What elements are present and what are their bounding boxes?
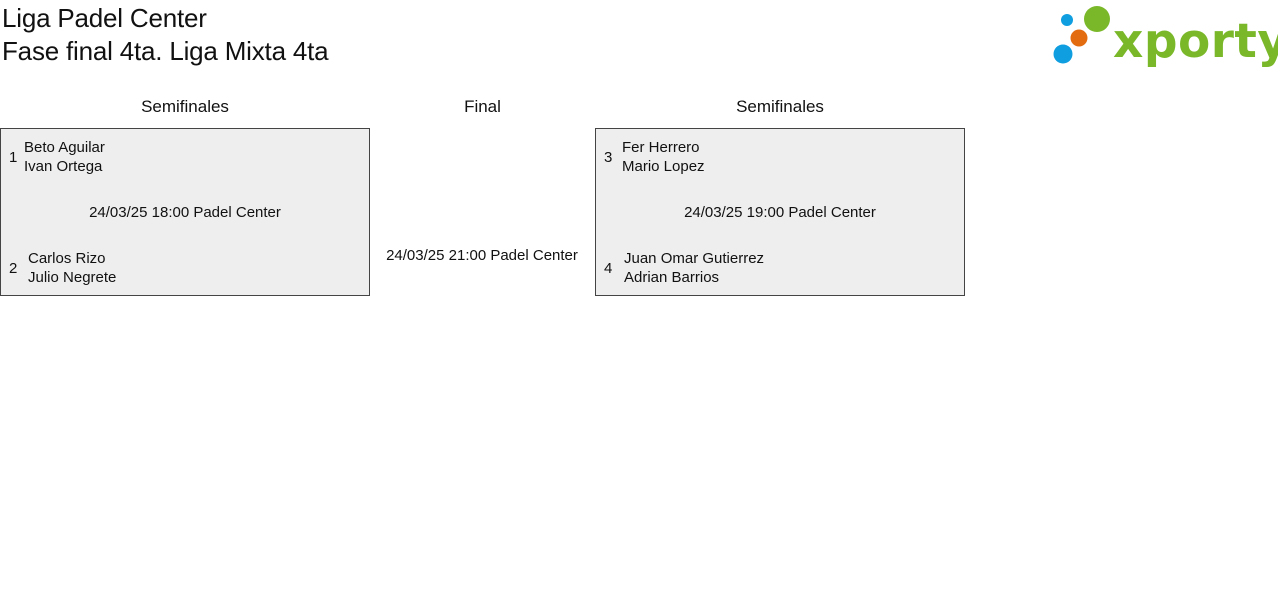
team-player: Carlos Rizo [28, 250, 106, 267]
team-player: Mario Lopez [622, 158, 705, 175]
team-seed: 2 [9, 260, 18, 277]
team-player: Juan Omar Gutierrez [624, 250, 765, 267]
team-player: Fer Herrero [622, 139, 700, 156]
final-heading: Final [464, 97, 501, 116]
xporty-logo: xporty [1053, 6, 1278, 68]
right-semifinal-heading: Semifinales [736, 97, 824, 116]
logo-dot-orange [1070, 29, 1088, 47]
match-schedule: 24/03/25 19:00 Padel Center [684, 204, 876, 221]
team-seed: 3 [604, 149, 613, 166]
match-schedule: 24/03/25 18:00 Padel Center [89, 204, 281, 221]
page-header: Liga Padel Center Fase final 4ta. Liga M… [2, 2, 329, 68]
club-name: Liga Padel Center [2, 3, 207, 33]
phase-title: Fase final 4ta. Liga Mixta 4ta [2, 36, 329, 66]
team-seed: 4 [604, 260, 613, 277]
logo-dot-blue-large [1053, 44, 1073, 64]
logo-dot-blue-small [1061, 14, 1073, 26]
team-player: Beto Aguilar [24, 139, 105, 156]
logo-wordmark: xporty [1113, 14, 1278, 68]
final-match-schedule[interactable]: 24/03/25 21:00 Padel Center [386, 247, 578, 264]
team-player: Adrian Barrios [624, 269, 720, 286]
team-seed: 1 [9, 149, 18, 166]
semifinal-match-right[interactable]: 3 Fer Herrero Mario Lopez 24/03/25 19:00… [595, 128, 965, 296]
left-semifinal-heading: Semifinales [141, 97, 229, 116]
logo-dot-green [1084, 6, 1110, 32]
team-player: Ivan Ortega [24, 158, 103, 175]
team-player: Julio Negrete [28, 269, 117, 286]
semifinal-match-left[interactable]: 1 Beto Aguilar Ivan Ortega 24/03/25 18:0… [0, 128, 370, 296]
